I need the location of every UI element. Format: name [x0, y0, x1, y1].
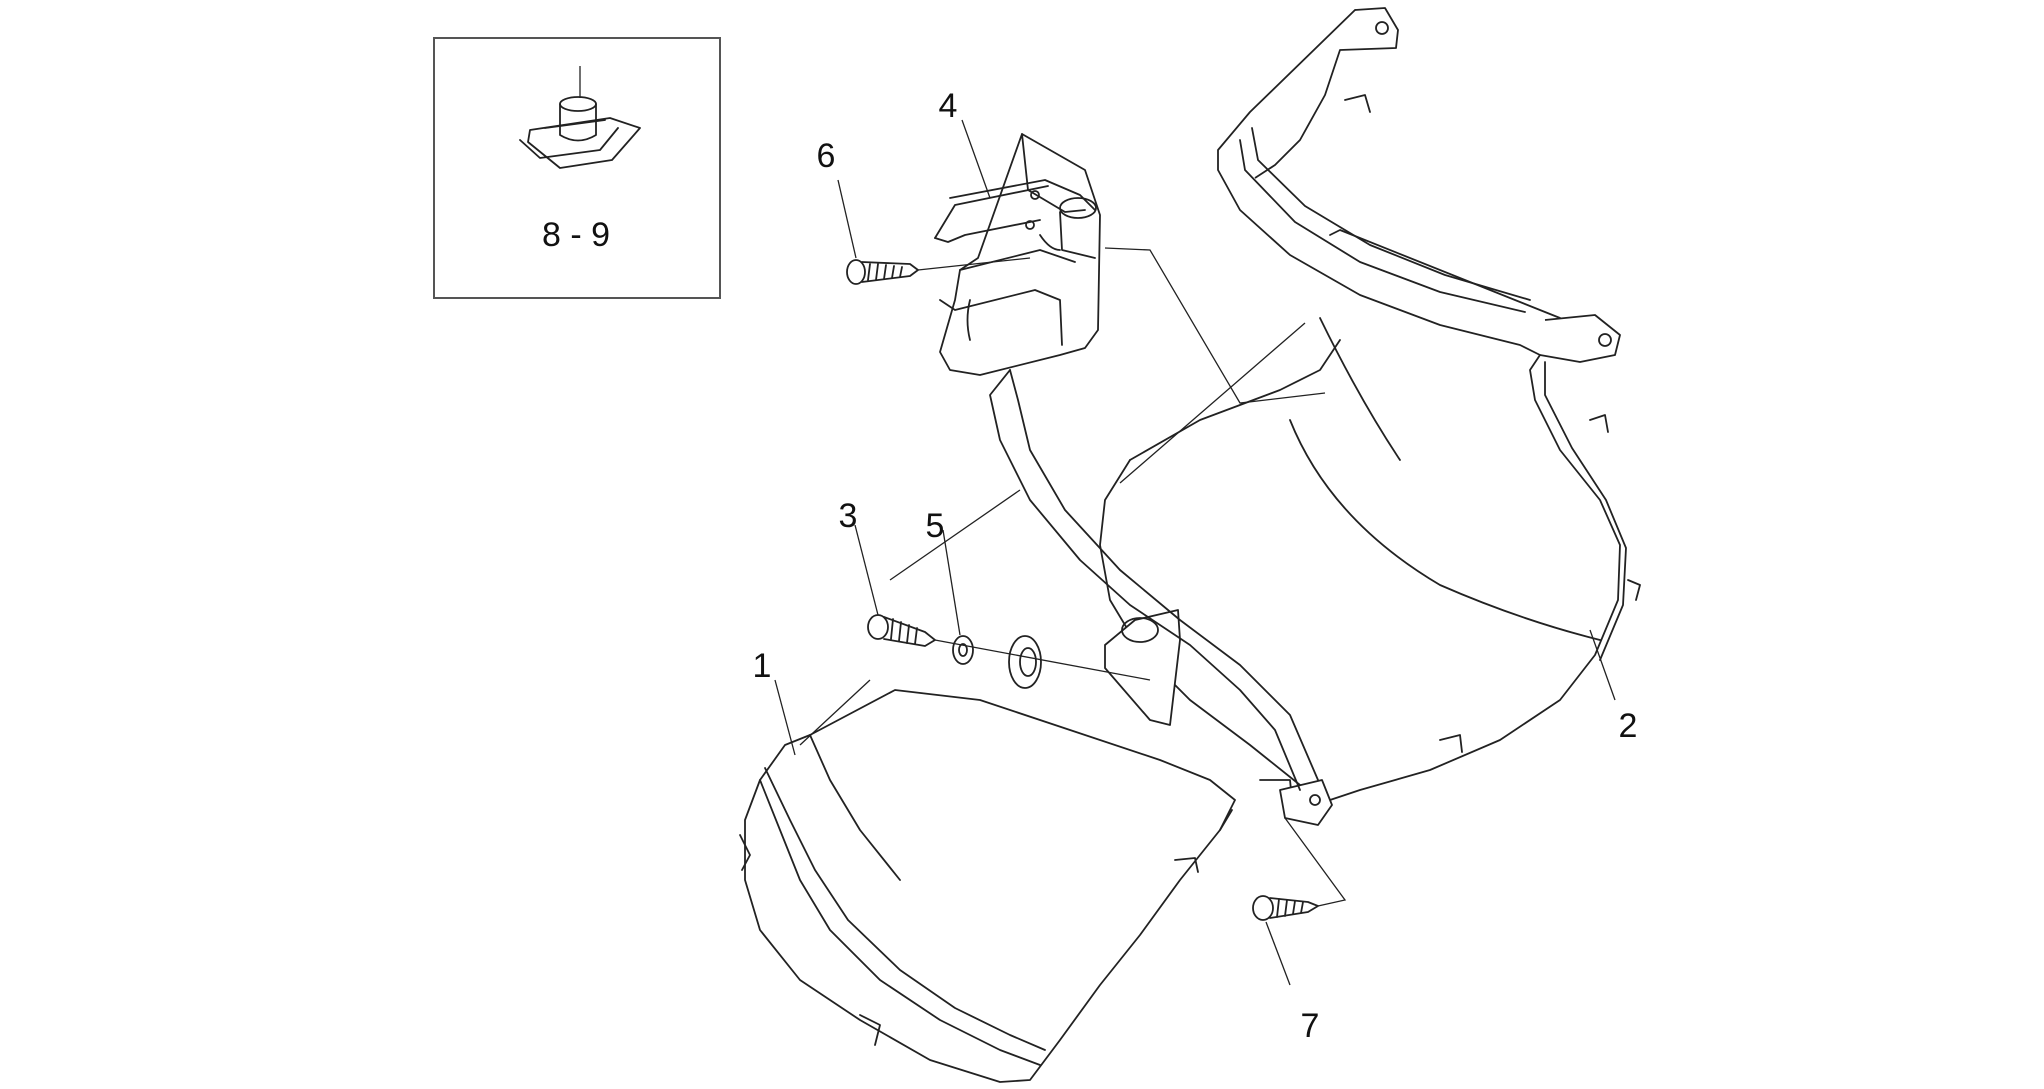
callout-1: 1: [753, 647, 772, 685]
grommet: [1008, 635, 1042, 689]
callout-6: 6: [817, 137, 836, 175]
callout-7: 7: [1301, 1007, 1320, 1045]
leader-part-1-attach: [799, 489, 1021, 746]
callout-leaders: [774, 119, 1616, 756]
leader-screw-axis: [934, 639, 1151, 681]
part-6-screw: [837, 179, 1031, 285]
inset-frame: [433, 37, 721, 299]
clip-nut-icon: [519, 66, 641, 169]
part-7-screw: [1252, 817, 1347, 986]
part-5-washer: [942, 529, 974, 665]
callout-2: 2: [1619, 707, 1638, 745]
part-1-lower-panel: [739, 369, 1319, 1083]
callout-5: 5: [926, 507, 945, 545]
callout-8-9: 8 - 9: [542, 216, 610, 254]
part-3-screw: [854, 524, 936, 647]
part-4-bracket: [934, 133, 1101, 376]
callout-3: 3: [839, 497, 858, 535]
inset-box-clip-nut: 8 - 9: [433, 37, 721, 299]
callout-4: 4: [939, 87, 958, 125]
part-2-upper-panel: [1099, 7, 1641, 826]
